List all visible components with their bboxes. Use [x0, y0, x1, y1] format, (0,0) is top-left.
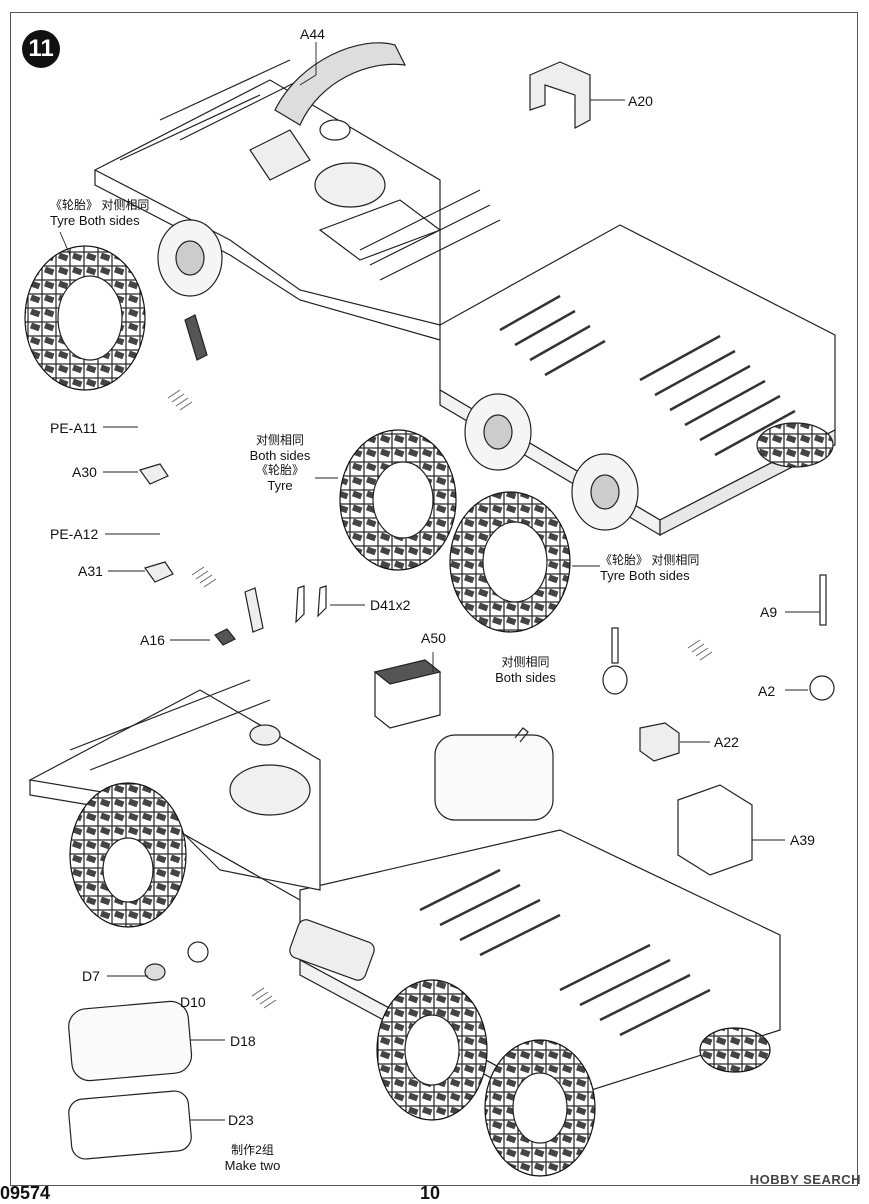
callout-a22: A22	[714, 734, 739, 750]
callout-d23: D23	[228, 1112, 254, 1128]
note-line: 《轮胎》 对侧相同	[50, 198, 150, 212]
note-tank-both-sides: 对侧相同 Both sides	[488, 655, 563, 685]
note-line: Make two	[224, 1158, 281, 1173]
callout-d7: D7	[82, 968, 100, 984]
callout-a30: A30	[72, 464, 97, 480]
note-line: Both sides	[495, 670, 556, 685]
note-line: 对侧相同	[501, 655, 550, 669]
callout-a16: A16	[140, 632, 165, 648]
note-line: Tyre Both sides	[600, 568, 690, 583]
callout-a20: A20	[628, 93, 653, 109]
fuel-tank-icon	[434, 727, 554, 821]
tyre-icon	[69, 782, 771, 1177]
a30-part	[139, 463, 169, 485]
callout-a50: A50	[421, 630, 446, 646]
callout-a31: A31	[78, 563, 103, 579]
callout-pe-a12: PE-A12	[50, 526, 99, 542]
fender-a44	[274, 42, 407, 126]
watermark: HOBBY SEARCH	[749, 1172, 861, 1187]
callout-a2: A2	[758, 683, 776, 699]
callout-pe-a11: PE-A11	[50, 420, 98, 436]
note-line: 对侧相同	[255, 433, 304, 447]
callout-a39: A39	[790, 832, 815, 848]
arrow-hatch-icon	[167, 389, 713, 1009]
battery-box-icon	[373, 659, 442, 729]
callout-d41: D41x2	[370, 597, 411, 613]
note-line: 《轮胎》 对侧相同	[600, 553, 700, 567]
step-number-badge: 11	[22, 30, 60, 68]
wheel-hub-icon	[157, 219, 223, 297]
top-chassis-drawing	[93, 42, 836, 537]
a31-part	[144, 561, 174, 583]
callout-a44: A44	[300, 26, 325, 42]
note-line: 制作2组	[231, 1143, 274, 1157]
part-a20	[529, 61, 591, 129]
page-number: 10	[420, 1183, 441, 1203]
note-line: Both sides	[249, 448, 311, 463]
note-line: Tyre	[267, 478, 293, 493]
kit-number: 09574	[0, 1183, 51, 1203]
wheel-hub-icon	[464, 393, 639, 531]
tyre-icon	[24, 245, 146, 391]
note-line: 《轮胎》	[255, 463, 304, 477]
page-frame	[10, 12, 858, 1186]
note-tyre-mid: 对侧相同 Both sides 《轮胎》 Tyre	[245, 433, 315, 493]
antenna-icon	[602, 574, 835, 701]
note-tyre-rear: 《轮胎》 对侧相同 Tyre Both sides	[600, 553, 699, 583]
tyre-icon	[339, 429, 571, 633]
note-line: Tyre Both sides	[50, 213, 140, 228]
callout-a9: A9	[760, 604, 778, 620]
callout-d18: D18	[230, 1033, 256, 1049]
note-make-two: 制作2组 Make two	[215, 1143, 290, 1173]
note-tyre-front: 《轮胎》 对侧相同 Tyre Both sides	[50, 198, 149, 228]
callout-d10: D10	[180, 994, 206, 1010]
